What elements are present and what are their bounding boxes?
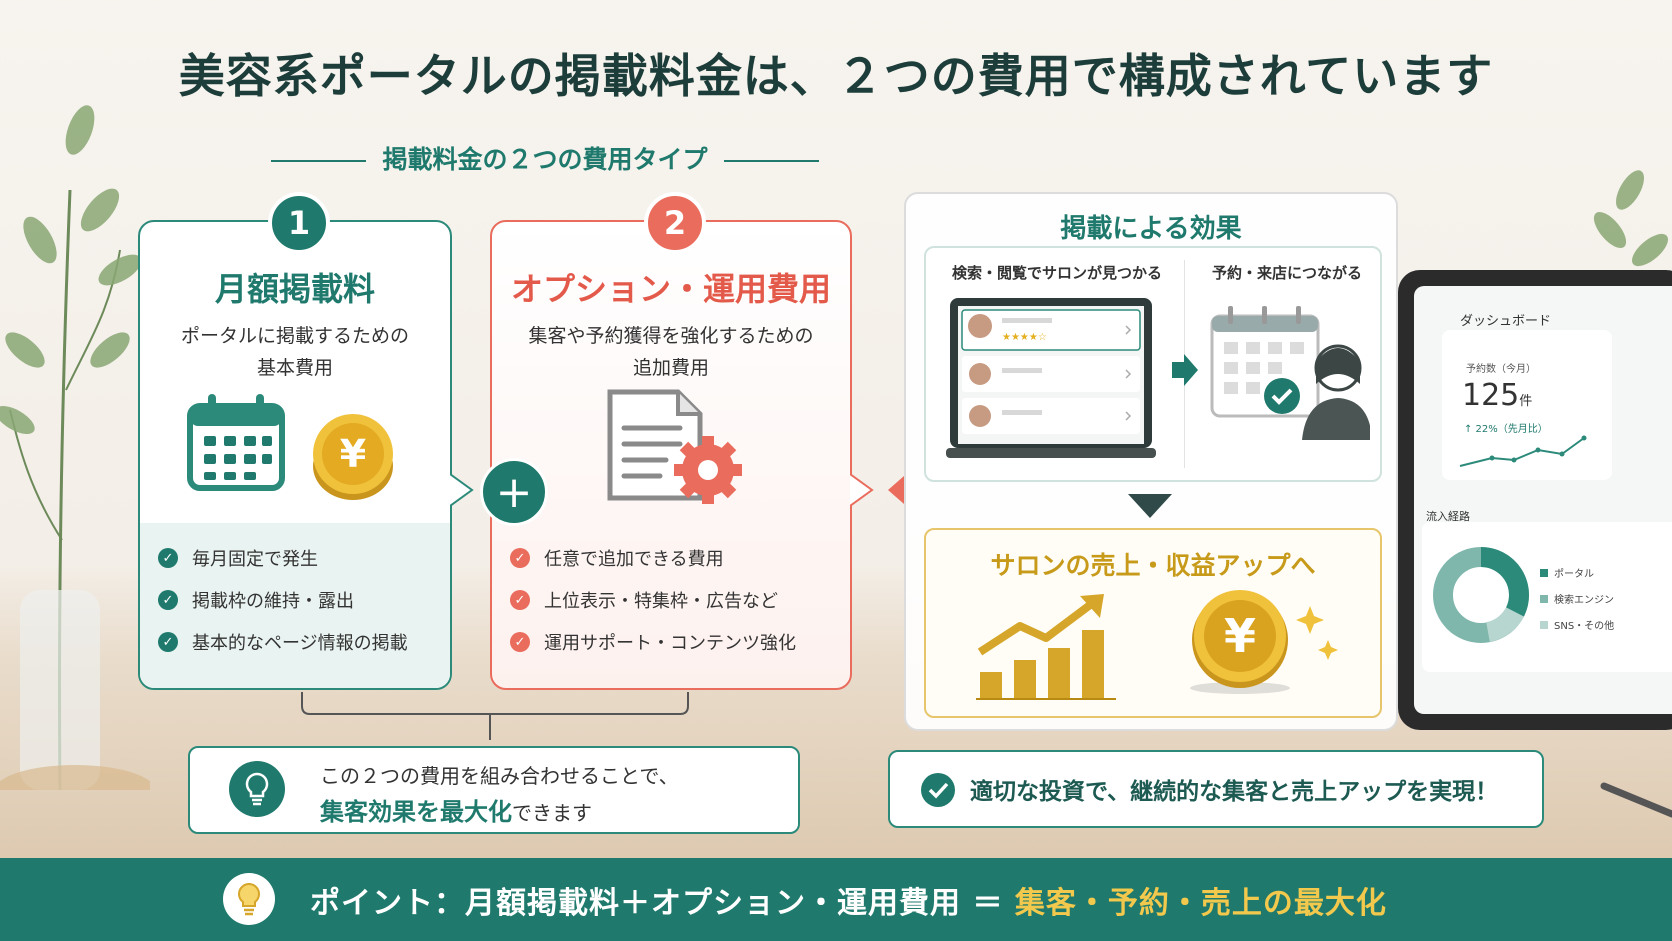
arrow-down-icon: [1128, 494, 1172, 518]
calendar-icon: [187, 394, 285, 491]
section-title: 流入経路: [1426, 510, 1470, 523]
lightbulb-icon: [229, 761, 285, 817]
yen-symbol: ¥: [1224, 609, 1256, 663]
check-icon: ✓: [510, 632, 530, 652]
card-description: ポータルに掲載するための 基本費用: [140, 320, 450, 384]
subtitle-text: 掲載料金の２つの費用タイプ: [382, 145, 708, 174]
desc-line: 基本費用: [256, 357, 333, 379]
plus-icon: +: [480, 458, 548, 526]
yen-coin-icon: ¥: [313, 414, 393, 500]
number-badge: 1: [268, 192, 330, 254]
legend-item: 検索エンジン: [1540, 588, 1614, 614]
feature-item: ✓ 任意で追加できる費用: [510, 537, 850, 579]
result-message: 適切な投資で、継続的な集客と売上アップを実現！: [888, 750, 1544, 828]
monthly-fee-card: 1 月額掲載料 ポータルに掲載するための 基本費用 ¥ ✓ 毎月固定で発生 ✓ 掲載…: [138, 192, 452, 690]
donut-chart: [1433, 547, 1529, 643]
metric-label: 予約数（今月）: [1466, 364, 1536, 375]
feature-item: ✓ 基本的なページ情報の掲載: [158, 621, 450, 663]
card-description: 集客や予約獲得を強化するための 追加費用: [492, 320, 850, 384]
feature-item: ✓ 上位表示・特集枠・広告など: [510, 579, 850, 621]
page-title: 美容系ポータルの掲載料金は、２つの費用で構成されています: [178, 49, 1494, 103]
feature-text: 基本的なページ情報の掲載: [192, 633, 408, 654]
highlight-text: 集客効果を最大化: [320, 798, 512, 826]
desc-line: 集客や予約獲得を強化するための: [528, 325, 814, 347]
divider-line: [271, 160, 367, 162]
footer-banner: [0, 858, 1672, 941]
laptop-search-icon: ★★★★☆: [946, 298, 1156, 458]
message-rest: できます: [512, 801, 592, 825]
legend-label: ポータル: [1554, 569, 1594, 580]
feature-text: 毎月固定で発生: [192, 549, 318, 570]
metric-unit: 件: [1519, 394, 1533, 409]
check-icon: ✓: [158, 548, 178, 568]
sales-title: サロンの売上・収益アップへ: [990, 551, 1316, 580]
connector-arrow: [850, 473, 904, 507]
metric-value: 125件: [1462, 378, 1532, 413]
plant-decoration: [0, 105, 150, 790]
svg-text:★★★★☆: ★★★★☆: [1002, 332, 1047, 343]
card-title: 月額掲載料: [214, 270, 375, 308]
effect-panel: 掲載による効果 検索・閲覧でサロンが見つかる 予約・来店につながる ★★★★☆: [904, 192, 1398, 731]
yen-coin-icon: ¥: [1190, 590, 1338, 694]
plant-decoration: [1593, 170, 1669, 267]
connector-arrow: [450, 473, 474, 507]
feature-text: 任意で追加できる費用: [544, 549, 724, 570]
divider-line: [723, 160, 819, 162]
step-label: 予約・来店につながる: [1212, 264, 1363, 282]
result-text: 適切な投資で、継続的な集客と売上アップを実現！: [970, 779, 1499, 805]
check-circle-icon: [921, 773, 955, 807]
effect-title: 掲載による効果: [1060, 214, 1242, 244]
svg-text:¥: ¥: [340, 432, 366, 476]
arrow-right-icon: [1172, 354, 1198, 386]
footer-formula: 月額掲載料＋オプション・運用費用 ＝: [465, 886, 1015, 921]
legend-label: SNS・その他: [1554, 621, 1615, 632]
dashboard-screen: ダッシュボード 予約数（今月） 125件 ↑ 22%（先月比） 流入経路 ポータ…: [1414, 286, 1672, 714]
section-subtitle: 掲載料金の２つの費用タイプ: [230, 140, 860, 176]
feature-text: 掲載枠の維持・露出: [192, 591, 354, 612]
check-icon: ✓: [510, 548, 530, 568]
legend-label: 検索エンジン: [1554, 595, 1614, 606]
feature-item: ✓ 運用サポート・コンテンツ強化: [510, 621, 850, 663]
desc-line: ポータルに掲載するための: [180, 325, 409, 347]
pen-decoration: [1600, 782, 1672, 818]
bracket-connector: [301, 692, 689, 740]
lightbulb-icon: [223, 873, 275, 925]
trend-line: [1459, 435, 1587, 467]
legend-item: ポータル: [1540, 562, 1614, 588]
number-badge: 2: [644, 192, 706, 254]
desc-line: 追加費用: [632, 357, 709, 379]
footer-highlight: 集客・予約・売上の最大化: [1014, 886, 1387, 921]
metric-change: ↑ 22%（先月比）: [1464, 424, 1548, 435]
footer-text: ポイント：月額掲載料＋オプション・運用費用 ＝ 集客・予約・売上の最大化: [310, 878, 1387, 922]
footer-prefix: ポイント：: [310, 886, 465, 921]
sales-up-box: サロンの売上・収益アップへ ¥: [924, 528, 1382, 718]
legend-item: SNS・その他: [1540, 614, 1614, 640]
feature-text: 運用サポート・コンテンツ強化: [544, 633, 796, 654]
card-title: オプション・運用費用: [510, 270, 831, 308]
feature-list: ✓ 毎月固定で発生 ✓ 掲載枠の維持・露出 ✓ 基本的なページ情報の掲載: [140, 523, 450, 688]
dashboard-title: ダッシュボード: [1460, 314, 1552, 329]
feature-item: ✓ 掲載枠の維持・露出: [158, 579, 450, 621]
check-icon: ✓: [510, 590, 530, 610]
check-icon: ✓: [158, 590, 178, 610]
feature-text: 上位表示・特集枠・広告など: [544, 591, 778, 612]
effect-flow: 検索・閲覧でサロンが見つかる 予約・来店につながる ★★★★☆: [924, 246, 1382, 482]
step-label: 検索・閲覧でサロンが見つかる: [952, 264, 1163, 282]
message-line: この２つの費用を組み合わせることで、: [320, 764, 679, 788]
metric-number: 125: [1462, 378, 1520, 413]
message-line: 集客効果を最大化できます: [320, 792, 592, 827]
document-gear-icon: [607, 389, 742, 504]
calendar-booking-icon: [1210, 306, 1370, 440]
check-icon: ✓: [158, 632, 178, 652]
feature-item: ✓ 毎月固定で発生: [158, 537, 450, 579]
combination-message: この２つの費用を組み合わせることで、 集客効果を最大化できます: [188, 746, 800, 834]
growth-chart-icon: [976, 594, 1116, 700]
feature-list: ✓ 任意で追加できる費用 ✓ 上位表示・特集枠・広告など ✓ 運用サポート・コンテンツ…: [492, 523, 850, 688]
option-fee-card: 2 オプション・運用費用 集客や予約獲得を強化するための 追加費用 ✓ 任意で追加…: [490, 192, 852, 690]
legend-list: ポータル 検索エンジン SNS・その他: [1540, 562, 1614, 640]
